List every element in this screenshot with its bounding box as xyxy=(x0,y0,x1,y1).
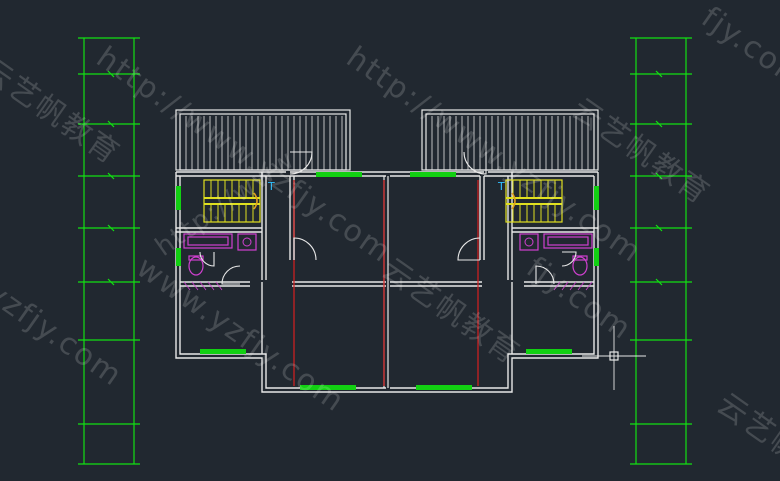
dimension-tick xyxy=(655,70,663,78)
stair-up-arrow-icon xyxy=(253,192,258,210)
door-swing xyxy=(221,265,241,285)
window xyxy=(176,248,181,266)
window xyxy=(526,349,572,354)
staircases xyxy=(203,179,563,223)
section-marker-icon: T xyxy=(267,180,275,193)
dimension-tick xyxy=(107,278,115,286)
dimension-tick xyxy=(655,278,663,286)
balcony-frame xyxy=(179,113,347,171)
shower-grate xyxy=(191,281,199,291)
sink-bowl xyxy=(524,237,534,247)
toilet xyxy=(188,256,204,276)
sink xyxy=(237,233,257,251)
sink-bowl xyxy=(242,237,252,247)
shower-grate xyxy=(207,281,215,291)
shower-grate xyxy=(569,281,577,291)
window xyxy=(594,186,599,210)
sink xyxy=(519,233,539,251)
toilet-tank xyxy=(188,255,204,261)
dimension-tick xyxy=(655,120,663,128)
dimension-tick xyxy=(107,172,115,180)
window xyxy=(200,349,246,354)
bathroom-fixtures xyxy=(183,233,593,291)
bathtub-inner xyxy=(187,236,229,246)
crosshair-box xyxy=(609,351,619,361)
dimension-tick xyxy=(655,224,663,232)
door-swing xyxy=(293,237,317,261)
balcony-hatching xyxy=(175,109,599,171)
window xyxy=(594,248,599,266)
dimension-tick xyxy=(107,224,115,232)
shower-grate xyxy=(561,281,569,291)
shower-grate xyxy=(577,281,585,291)
shower-grate xyxy=(553,281,561,291)
shower-grate xyxy=(215,281,223,291)
bathtub xyxy=(543,233,593,249)
door-swing xyxy=(289,151,313,175)
dimension-lines xyxy=(78,37,692,465)
shower-grate xyxy=(199,281,207,291)
door-swing xyxy=(535,265,555,285)
door-swing xyxy=(463,151,487,175)
door-swing xyxy=(199,251,215,267)
bathtub-inner xyxy=(547,236,589,246)
dimension-tick xyxy=(107,120,115,128)
shower-grate xyxy=(183,281,191,291)
toilet-tank xyxy=(572,255,588,261)
window xyxy=(416,385,472,390)
shower-grate xyxy=(585,281,593,291)
crosshair-cursor-icon xyxy=(582,326,646,390)
window xyxy=(410,172,456,177)
doors xyxy=(199,151,577,285)
axis-lines xyxy=(293,180,479,386)
exterior-wall xyxy=(386,172,599,393)
bathtub xyxy=(183,233,233,249)
exterior-wall xyxy=(175,172,386,393)
toilet xyxy=(572,256,588,276)
stair-up-arrow-icon xyxy=(511,192,516,210)
window xyxy=(316,172,362,177)
door-swing xyxy=(457,237,481,261)
dimension-tick xyxy=(655,172,663,180)
door-swing xyxy=(561,251,577,267)
window xyxy=(176,186,181,210)
windows xyxy=(176,172,599,390)
window xyxy=(300,385,356,390)
dimension-tick xyxy=(107,70,115,78)
section-marker-icon: T xyxy=(497,180,505,193)
